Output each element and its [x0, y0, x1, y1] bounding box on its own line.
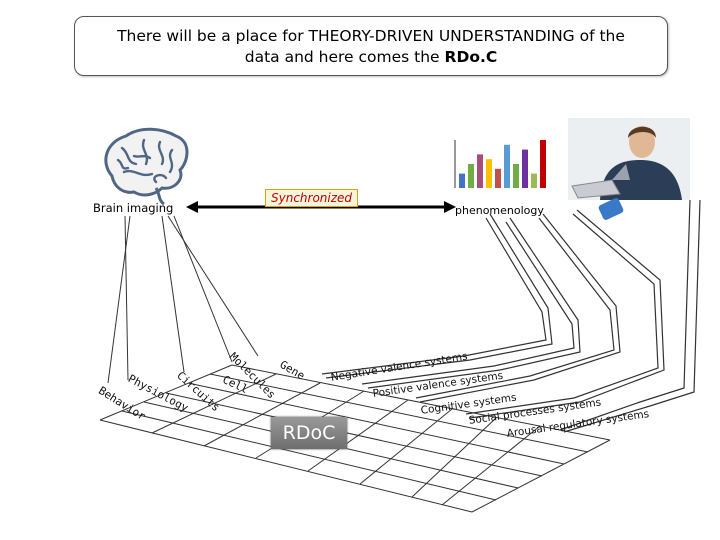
title-line-2-text: data and here comes the	[244, 48, 445, 66]
bar	[459, 173, 465, 188]
bar	[486, 159, 492, 188]
person-at-laptop-icon	[568, 118, 690, 220]
phenomenology-bar-chart	[454, 140, 546, 188]
bar	[540, 140, 546, 188]
phenomenology-connector-lines	[321, 199, 701, 433]
title-line-1: There will be a place for THEORY-DRIVEN …	[117, 27, 625, 45]
rdoc-logo: RDoC	[271, 417, 347, 449]
bar	[522, 149, 528, 188]
bar	[468, 164, 474, 188]
rdoc-matrix-grid	[99, 364, 611, 513]
bar	[495, 168, 501, 188]
phenomenology-label: phenomenology	[455, 204, 544, 217]
synchronized-arrow	[186, 201, 456, 213]
title-rdoc: RDo.C	[444, 48, 498, 66]
brain-icon	[104, 127, 189, 206]
bar	[513, 164, 519, 188]
brain-imaging-label: Brain imaging	[93, 201, 174, 215]
title-line-2: data and here comes the RDo.C	[75, 47, 667, 68]
brain-connector-lines	[107, 215, 259, 384]
bar	[477, 154, 483, 188]
synchronized-label: Synchronized	[265, 189, 359, 207]
bar	[504, 144, 510, 188]
title-box: There will be a place for THEORY-DRIVEN …	[74, 16, 668, 76]
bar	[531, 173, 537, 188]
